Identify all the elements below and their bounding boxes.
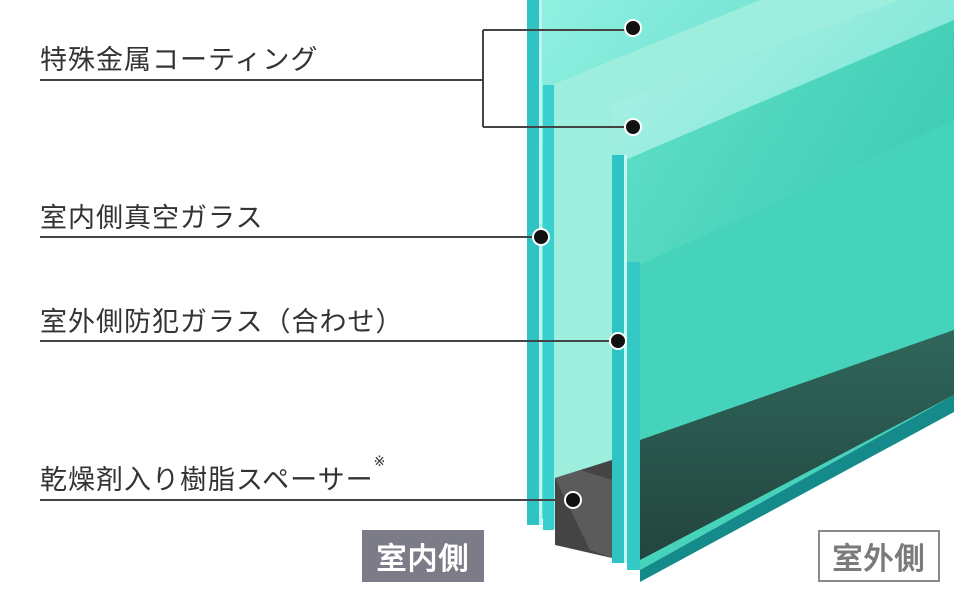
indoor-glass-edge xyxy=(527,0,541,525)
label-outdoor-security-glass: 室外側防犯ガラス（合わせ） xyxy=(40,307,404,338)
note-mark: ※ xyxy=(373,454,387,470)
indoor-badge: 室内側 xyxy=(362,530,484,582)
leader-dots xyxy=(532,19,642,509)
coating-film xyxy=(612,0,954,160)
outdoor-badge: 室外側 xyxy=(818,530,940,582)
label-indoor-vacuum-glass: 室内側真空ガラス xyxy=(40,203,264,234)
outdoor-laminate-edge xyxy=(627,262,640,570)
leader-lines xyxy=(40,29,633,501)
spacer-band xyxy=(640,330,954,560)
outdoor-glass-edge xyxy=(612,155,626,563)
vacuum-inner-glass-edge xyxy=(543,85,554,530)
label-coating: 特殊金属コーティング xyxy=(40,45,319,76)
label-spacer: 乾燥剤入り樹脂スペーサー xyxy=(40,465,374,496)
label-spacer-wrap: 乾燥剤入り樹脂スペーサー※ xyxy=(40,454,386,497)
